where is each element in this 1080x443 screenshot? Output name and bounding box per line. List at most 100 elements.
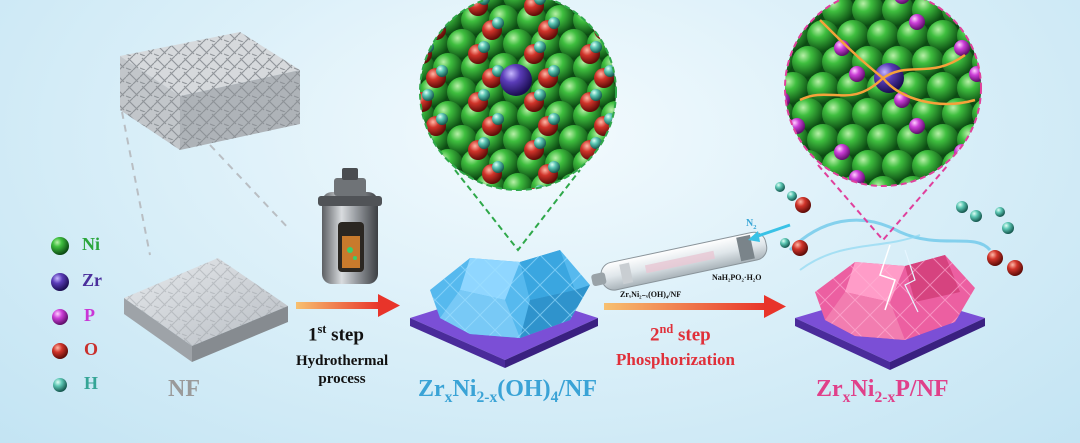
p-atom — [954, 40, 970, 56]
ni-atom — [852, 98, 884, 130]
tube-right-label: NaH₂PO₂·H₂O — [712, 273, 762, 282]
ni-atom — [1002, 150, 1034, 182]
h-atom — [604, 161, 616, 173]
ni-atom — [852, 0, 884, 26]
ni-atom — [1017, 228, 1049, 260]
o-atom — [650, 116, 670, 136]
n2-arrow — [748, 223, 791, 242]
o-atom — [426, 212, 446, 232]
ni-atom — [377, 53, 407, 83]
electron-flow-line — [882, 53, 966, 80]
tube-left-label: ZrₓNi₂₋ₓ(OH)₄/NF — [620, 290, 682, 299]
ni-atom — [531, 221, 561, 251]
ni-atom — [1062, 98, 1080, 130]
zoom-line-right — [209, 144, 291, 231]
h-atom — [702, 137, 714, 149]
o-atom — [356, 140, 376, 160]
ni-atom — [615, 29, 616, 59]
h-atom — [646, 185, 658, 197]
ni-atom — [822, 98, 854, 130]
h-atom — [646, 0, 658, 5]
h-atom — [380, 209, 392, 221]
product1-label: ZrxNi2-x(OH)4/NF — [418, 376, 598, 406]
ni-atom — [420, 125, 421, 155]
h-atom — [660, 113, 672, 125]
ni-atom — [657, 197, 687, 227]
ni-atom — [1047, 228, 1079, 260]
p-atom — [1074, 40, 1080, 56]
h-atom — [548, 65, 560, 77]
h-atom — [534, 0, 546, 5]
ni-atom — [349, 101, 379, 131]
h-atom — [366, 0, 378, 5]
ni-atom — [643, 221, 673, 251]
nf-label: NF — [168, 376, 200, 402]
o-atom — [468, 236, 488, 256]
ni-atom — [1002, 98, 1034, 130]
ni-atom — [927, 176, 959, 186]
ni-atom — [1032, 150, 1064, 182]
ni-atom — [601, 5, 616, 35]
ni-atom — [852, 202, 884, 234]
h-atom — [436, 161, 448, 173]
o-atom — [356, 92, 376, 112]
ni-atom — [420, 173, 449, 190]
ni-atom — [732, 98, 764, 130]
ni-atom — [657, 101, 687, 131]
o-atom — [580, 236, 600, 256]
p-atom — [789, 222, 805, 238]
step2-label: 2nd step — [650, 322, 711, 346]
n2-label: N2 — [746, 218, 757, 231]
ni-atom — [559, 221, 589, 251]
ni-atom — [1062, 0, 1080, 26]
nf-foam-slab — [124, 258, 288, 362]
h-atom — [436, 113, 448, 125]
h-atom — [660, 17, 672, 29]
ni-atom — [335, 0, 365, 11]
ni-atom — [657, 53, 687, 83]
h-atom — [422, 185, 434, 190]
o-atom — [636, 0, 656, 16]
p-atom — [909, 118, 925, 134]
ni-atom — [363, 125, 393, 155]
product2-label: ZrxNi2-xP/NF — [816, 376, 949, 406]
o-atom — [524, 236, 544, 256]
ni-atom — [867, 124, 899, 156]
ni-atom — [601, 197, 631, 227]
ni-atom — [927, 72, 959, 104]
p-atom — [785, 0, 790, 4]
ni-atom — [363, 0, 393, 11]
h-atom — [590, 41, 602, 53]
ni-atom — [1062, 202, 1080, 234]
ni-atom — [643, 29, 673, 59]
h-atom — [380, 65, 392, 77]
p-atom — [1074, 144, 1080, 160]
ni-atom — [629, 101, 659, 131]
h-atom — [478, 89, 490, 101]
electron-flow-line — [882, 77, 976, 106]
ni-atom — [687, 20, 719, 52]
ni-atom — [629, 53, 659, 83]
ni-atom — [587, 0, 616, 11]
ni-atom — [882, 202, 914, 234]
ni-atom — [601, 149, 616, 179]
ni-atom — [420, 77, 421, 107]
ni-atom — [867, 176, 899, 186]
p-atom — [1029, 14, 1045, 30]
ni-atom — [927, 228, 959, 260]
o-atom — [420, 44, 432, 64]
h-atom — [660, 65, 672, 77]
ni-atom — [517, 197, 547, 227]
zr-atom — [500, 64, 532, 96]
o-atom — [692, 44, 712, 64]
ni-atom — [1062, 46, 1080, 78]
gas-molecules — [775, 182, 1023, 276]
p-atom — [729, 170, 745, 186]
ni-atom — [391, 221, 421, 251]
h-atom — [380, 17, 392, 29]
o-atom — [636, 140, 656, 160]
ni-atom — [702, 150, 734, 182]
ni-atom — [747, 124, 779, 156]
